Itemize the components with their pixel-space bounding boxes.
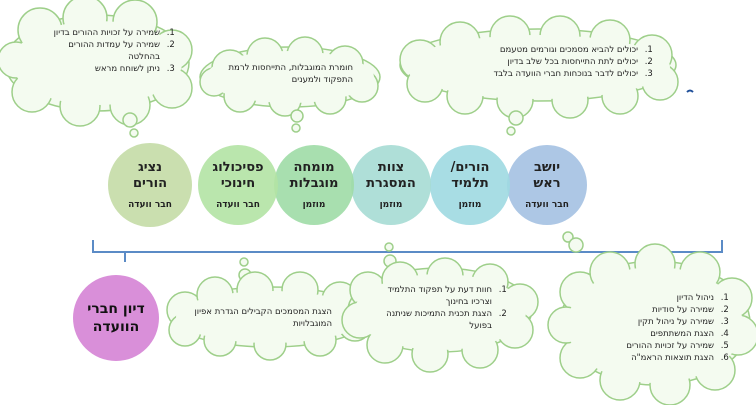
cloud-staff <box>341 242 539 373</box>
list-item: ניתן לשוחח מראש <box>36 63 164 75</box>
role-chair-sub: חבר וועדה <box>525 200 569 210</box>
list-item: הצגת המשתתפים <box>590 328 718 340</box>
list-item: ניהול הדיון <box>590 292 718 304</box>
role-parent-rep-sub: חבר וועדה <box>128 200 172 210</box>
list-item: שמירה על זכויות ההורים בדיון <box>36 27 164 39</box>
expert-note: חומרת המוגבלות, התייחסות לרמת התפקוד ולמ… <box>228 63 353 85</box>
circle-psychologist <box>198 145 278 225</box>
list-item: יכולים לתת התייחסות בכל שלב בדיון <box>432 56 642 68</box>
list-item: שמירה על עמדות ההורים בהחלטה <box>36 39 164 63</box>
circle-parent-rep <box>108 143 192 227</box>
role-parent-rep: נציג הורים חבר וועדה <box>108 143 192 227</box>
meeting-label: דיון חברי הוועדה <box>73 275 159 361</box>
role-expert-title2: מוגבלות <box>289 176 339 191</box>
list-item: הצגת תכנית התמיכות שניתנה בפועל <box>378 308 496 332</box>
cloud-parents <box>399 15 679 136</box>
role-parent-rep-title1: נציג <box>138 160 163 175</box>
circle-chair <box>507 145 587 225</box>
role-psychologist: פסיכולוג חינוכי חבר וועדה <box>198 145 278 225</box>
role-chair-title1: יושב <box>533 160 561 175</box>
cloud-chair <box>547 231 756 405</box>
list-item: שמירה על סודיות <box>590 304 718 316</box>
circle-expert <box>274 145 354 225</box>
parents-notes: יכולים להביא מסמכים וגורמים מטעמם יכולים… <box>432 44 658 80</box>
role-staff-title2: המסגרת <box>366 176 416 191</box>
meeting-line2: הוועדה <box>92 319 140 335</box>
list-item: חוות דעת על תפקוד התלמיד וצרכיו בחינוך <box>378 284 496 308</box>
circle-staff <box>351 145 431 225</box>
role-chair-title2: ראש <box>533 176 561 191</box>
role-chair: יושב ראש חבר וועדה <box>507 145 587 225</box>
role-expert: מומחה מוגבלות מוזמן <box>274 145 354 225</box>
role-parent-rep-title2: הורים <box>132 176 168 191</box>
staff-notes: חוות דעת על תפקוד התלמיד וצרכיו בחינוך ה… <box>378 284 512 332</box>
role-staff: צוות המסגרת מוזמן <box>351 145 431 225</box>
role-parents-title1: הורים/ <box>450 160 490 175</box>
role-parents-title2: תלמיד <box>451 176 489 191</box>
role-psychologist-title2: חינוכי <box>220 176 256 191</box>
role-expert-sub: מוזמן <box>302 200 326 210</box>
parent-rep-notes: שמירה על זכויות ההורים בדיון שמירה על עמ… <box>36 27 180 75</box>
circle-parents <box>430 145 510 225</box>
bracket-line <box>92 240 723 262</box>
psychologist-note: הצגת המסמכים הקבילים הגדרת אפיון המוגבלו… <box>194 307 332 329</box>
list-item: יכולים להביא מסמכים וגורמים מטעמם <box>432 44 642 56</box>
role-circles <box>108 143 587 227</box>
role-staff-title1: צוות <box>377 160 405 175</box>
list-item: הצגת תוצאות הראמ"ה <box>590 352 718 364</box>
list-item: שמירה על זכויות ההורים <box>590 340 718 352</box>
list-item: יכולים לדבר בנוכחות חברי הוועדה בלבד <box>432 68 642 80</box>
list-item: שמירה על ניהול תקין <box>590 316 718 328</box>
chair-notes: ניהול הדיון שמירה על סודיות שמירה על ניה… <box>590 292 734 364</box>
cloud-expert <box>199 36 381 133</box>
role-psychologist-sub: חבר וועדה <box>216 200 260 210</box>
role-parents: הורים/ תלמיד מוזמן <box>430 145 510 225</box>
role-psychologist-title1: פסיכולוג <box>212 160 264 175</box>
cloud-parent-rep <box>0 0 193 138</box>
meeting-line1: דיון חברי <box>87 301 145 317</box>
role-staff-sub: מוזמן <box>379 200 403 210</box>
meeting-circle <box>73 275 159 361</box>
role-expert-title1: מומחה <box>293 160 335 175</box>
role-parents-sub: מוזמן <box>458 200 482 210</box>
